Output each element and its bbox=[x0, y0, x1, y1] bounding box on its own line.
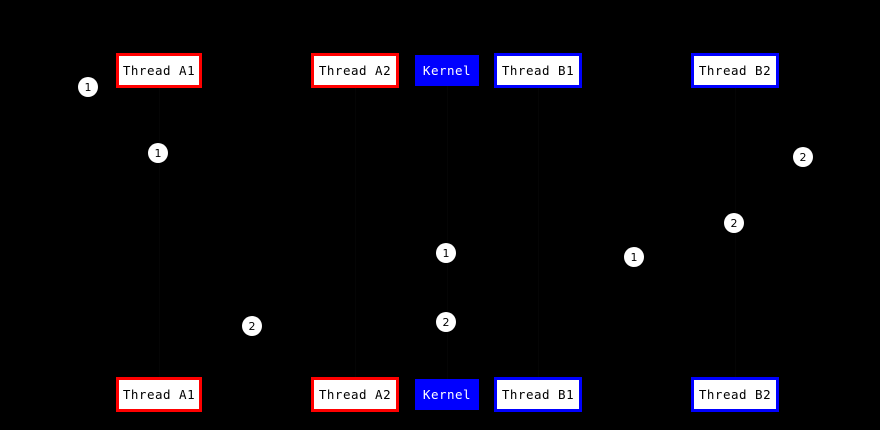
participant-label: Kernel bbox=[422, 387, 472, 402]
participant-top-thread-a2[interactable]: Thread A2 bbox=[311, 53, 399, 88]
participant-bottom-thread-b2[interactable]: Thread B2 bbox=[691, 377, 779, 412]
sequence-badge-1: 1 bbox=[78, 77, 98, 97]
participant-label: Thread B1 bbox=[501, 387, 575, 402]
sequence-badge-1: 1 bbox=[148, 143, 168, 163]
participant-label: Thread A2 bbox=[318, 387, 392, 402]
sequence-badge-2: 2 bbox=[242, 316, 262, 336]
lifeline-kernel bbox=[447, 86, 448, 379]
participant-top-thread-b1[interactable]: Thread B1 bbox=[494, 53, 582, 88]
sequence-badge-2: 2 bbox=[724, 213, 744, 233]
participant-label: Thread B1 bbox=[501, 63, 575, 78]
participant-label: Thread B2 bbox=[698, 63, 772, 78]
participant-label: Thread A1 bbox=[122, 63, 196, 78]
sequence-badge-1: 1 bbox=[624, 247, 644, 267]
participant-bottom-thread-a1[interactable]: Thread A1 bbox=[116, 377, 202, 412]
participant-bottom-thread-a2[interactable]: Thread A2 bbox=[311, 377, 399, 412]
participant-top-kernel[interactable]: Kernel bbox=[415, 55, 479, 86]
participant-bottom-kernel[interactable]: Kernel bbox=[415, 379, 479, 410]
lifeline-thread-a2 bbox=[355, 88, 356, 377]
sequence-badge-1: 1 bbox=[436, 243, 456, 263]
participant-bottom-thread-b1[interactable]: Thread B1 bbox=[494, 377, 582, 412]
lifeline-thread-b1 bbox=[538, 88, 539, 377]
participant-top-thread-b2[interactable]: Thread B2 bbox=[691, 53, 779, 88]
sequence-badge-2: 2 bbox=[793, 147, 813, 167]
lifeline-thread-a1 bbox=[159, 88, 160, 377]
sequence-badge-2: 2 bbox=[436, 312, 456, 332]
participant-label: Kernel bbox=[422, 63, 472, 78]
participant-label: Thread A2 bbox=[318, 63, 392, 78]
participant-label: Thread A1 bbox=[122, 387, 196, 402]
participant-top-thread-a1[interactable]: Thread A1 bbox=[116, 53, 202, 88]
participant-label: Thread B2 bbox=[698, 387, 772, 402]
